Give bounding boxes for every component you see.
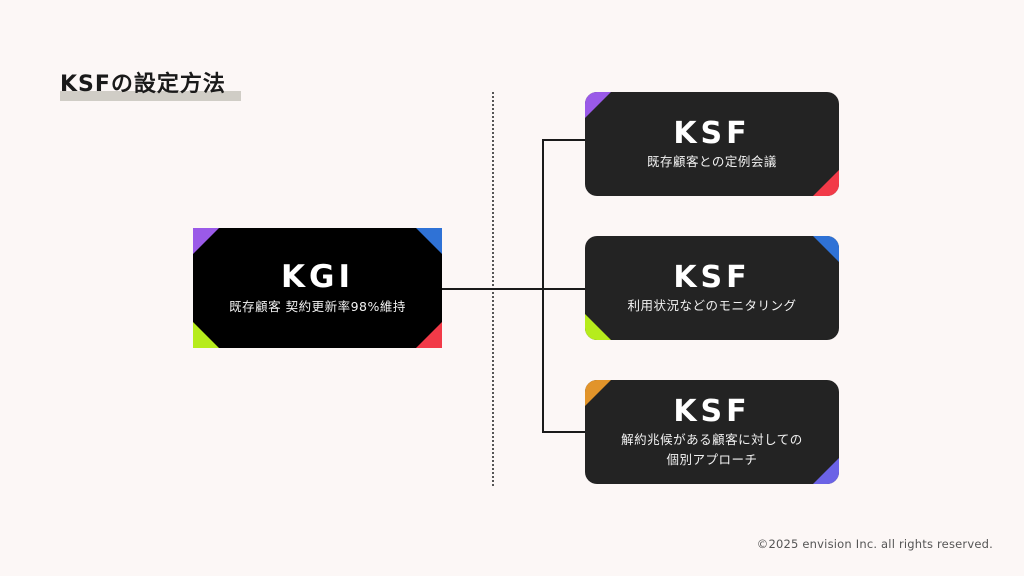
copyright-footer: ©2025 envision Inc. all rights reserved. (756, 537, 993, 551)
ksf-description: 既存顧客との定例会議 (647, 154, 777, 169)
ksf-heading: KSF (673, 260, 751, 295)
corner-accent-red (416, 322, 442, 348)
ksf-description: 利用状況などのモニタリング (627, 298, 797, 313)
ksf-heading: KSF (673, 116, 751, 151)
title-block: KSFの設定方法 (60, 70, 241, 101)
connector-ksf-1 (542, 139, 585, 141)
corner-accent-blue (813, 236, 839, 262)
corner-accent-purple (585, 92, 611, 118)
ksf-box-1: KSF 既存顧客との定例会議 (585, 92, 839, 196)
ksf-description-line-2: 個別アプローチ (666, 452, 758, 467)
connector-ksf-3 (542, 431, 585, 433)
ksf-box-2: KSF 利用状況などのモニタリング (585, 236, 839, 340)
ksf-description-line-1: 解約兆候がある顧客に対しての (621, 432, 803, 447)
page-title: KSFの設定方法 (60, 72, 226, 97)
corner-accent-blue (416, 228, 442, 254)
connector-vertical (542, 139, 544, 433)
kgi-box: KGI 既存顧客 契約更新率98%維持 (193, 228, 442, 348)
kgi-description: 既存顧客 契約更新率98%維持 (229, 299, 406, 314)
title-highlight (60, 91, 241, 101)
ksf-heading: KSF (673, 394, 751, 429)
corner-accent-orange (585, 380, 611, 406)
connector-kgi-trunk (442, 288, 585, 290)
ksf-box-3: KSF 解約兆候がある顧客に対しての 個別アプローチ (585, 380, 839, 484)
kgi-heading: KGI (280, 259, 354, 295)
corner-accent-purple (193, 228, 219, 254)
corner-accent-red (813, 170, 839, 196)
corner-accent-indigo (813, 458, 839, 484)
corner-accent-lime (585, 314, 611, 340)
corner-accent-lime (193, 322, 219, 348)
